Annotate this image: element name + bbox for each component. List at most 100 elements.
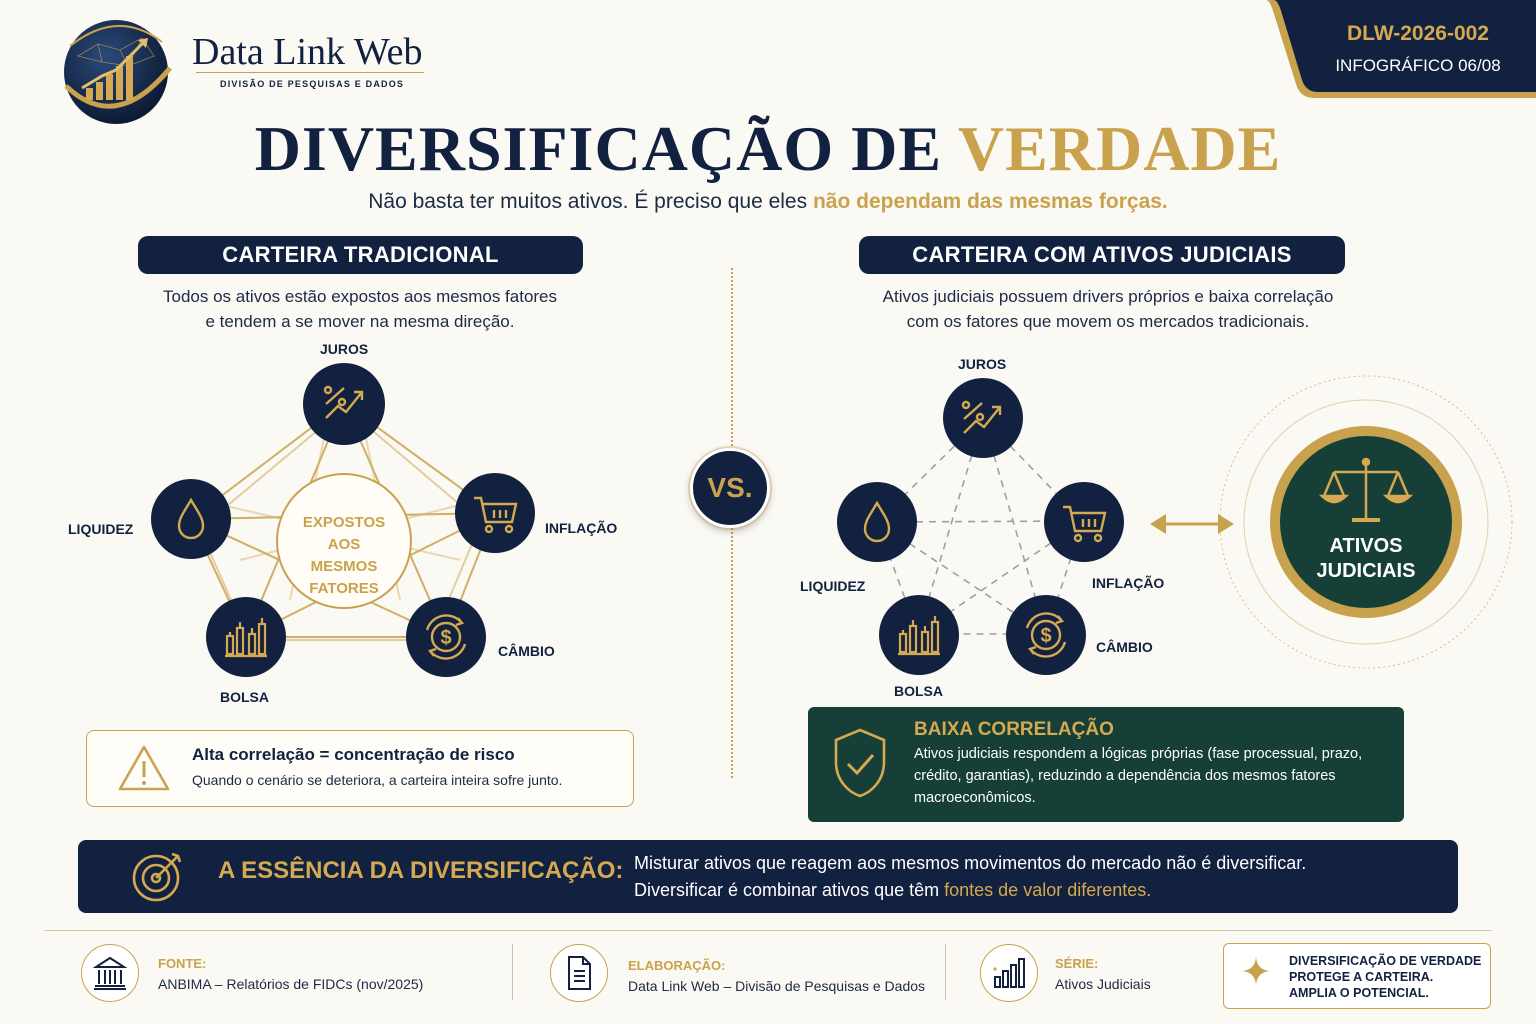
essence-line-2-lead: Diversificar é combinar ativos que têm [634, 880, 940, 900]
asset-ring-mid [1243, 399, 1489, 645]
footer-rule [44, 930, 1492, 931]
logo-globe-icon [64, 20, 172, 124]
double-arrow [1150, 514, 1234, 534]
subtitle-highlight: não dependam das mesmas forças. [812, 190, 1168, 213]
right-description: Ativos judiciais possuem drivers próprio… [818, 284, 1398, 334]
motto-line-3: AMPLIA O POTENCIAL. [1289, 986, 1429, 1000]
motto-box [1223, 943, 1491, 1009]
center-line-1: EXPOSTOS [302, 514, 386, 531]
warning-icon [118, 745, 170, 791]
left-node-juros [303, 363, 385, 445]
left-description: Todos os ativos estão expostos aos mesmo… [110, 284, 610, 334]
percent-trend-icon [323, 385, 364, 419]
made-icon-circle [550, 944, 608, 1002]
asset-badge-label: ATIVOS JUDICIAIS [1266, 534, 1466, 584]
right-section-header: CARTEIRA COM ATIVOS JUDICIAIS [859, 236, 1345, 274]
motto-line-2: PROTEGE A CARTEIRA. [1289, 970, 1434, 984]
left-desc-line-2: e tendem a se mover na mesma direção. [205, 312, 515, 331]
page-subtitle: Não basta ter muitos ativos. É preciso q… [0, 190, 1536, 214]
drop-icon [863, 500, 891, 543]
left-center-text: EXPOSTOS AOS MESMOS FATORES [294, 512, 394, 600]
bar-chart-icon [993, 958, 1025, 988]
low-correlation-text: Ativos judiciais respondem a lógicas pró… [914, 746, 1363, 806]
source-value: ANBIMA – Relatórios de FIDCs (nov/2025) [158, 976, 424, 992]
right-label-bolsa: BOLSA [894, 683, 943, 699]
left-label-liquidez: LIQUIDEZ [68, 521, 134, 537]
left-label-bolsa: BOLSA [220, 689, 269, 705]
asset-line-2: JUDICIAIS [1316, 560, 1416, 582]
source-label: FONTE: [158, 956, 207, 971]
left-label-inflacao: INFLAÇÃO [545, 520, 618, 536]
document-icon [568, 956, 591, 990]
brand-division: DIVISÃO DE PESQUISAS E DADOS [220, 79, 405, 89]
series-label: SÉRIE: [1055, 956, 1099, 971]
currency-exchange-icon [1025, 612, 1067, 658]
essence-banner [78, 840, 1458, 913]
right-label-liquidez: LIQUIDEZ [800, 578, 866, 594]
title-part-2: VERDADE [957, 113, 1282, 184]
footer-separator-2 [945, 944, 946, 1000]
source-icon-circle [81, 944, 139, 1002]
right-node-cambio: $ [1006, 595, 1086, 675]
asset-ring-outer [1219, 375, 1513, 669]
sparkle-icon [1242, 957, 1270, 985]
doc-code-id: DLW-2026-002 [1347, 22, 1489, 45]
right-node-juros [943, 378, 1023, 458]
right-node-inflacao [1044, 482, 1124, 562]
percent-trend-icon [961, 400, 1002, 434]
left-label-cambio: CÂMBIO [498, 643, 555, 659]
right-desc-line-1: Ativos judiciais possuem drivers próprio… [882, 287, 1334, 306]
page-title: DIVERSIFICAÇÃO DE VERDADE [0, 112, 1536, 186]
doc-code-label: INFOGRÁFICO 06/08 [1335, 56, 1501, 75]
left-desc-line-1: Todos os ativos estão expostos aos mesmo… [162, 287, 558, 306]
target-icon [132, 852, 182, 902]
left-label-juros: JUROS [320, 341, 369, 357]
currency-exchange-icon [425, 614, 467, 660]
candlestick-icon [898, 616, 940, 656]
left-node-liquidez [151, 479, 231, 559]
asset-line-1: ATIVOS [1329, 535, 1403, 557]
made-value: Data Link Web – Divisão de Pesquisas e D… [628, 978, 926, 994]
center-line-3: FATORES [309, 580, 379, 597]
title-part-1: DIVERSIFICAÇÃO DE [254, 113, 942, 184]
asset-badge-ring [1270, 426, 1462, 618]
brand-rule [196, 72, 424, 73]
doc-code-banner [1266, 0, 1536, 98]
left-node-bolsa [206, 597, 286, 677]
made-label: ELABORAÇÃO: [628, 958, 726, 973]
left-section-header: CARTEIRA TRADICIONAL [138, 236, 583, 274]
essence-title: A ESSÊNCIA DA DIVERSIFICAÇÃO: [218, 857, 624, 884]
series-value: Ativos Judiciais [1055, 976, 1151, 992]
warning-text: Quando o cenário se deteriora, a carteir… [192, 772, 563, 788]
vs-badge: VS. [690, 448, 770, 528]
brand-name: Data Link Web [192, 31, 423, 73]
bank-icon [92, 956, 128, 990]
cart-icon [1063, 505, 1107, 543]
right-label-cambio: CÂMBIO [1096, 639, 1153, 655]
candlestick-icon [225, 618, 267, 658]
svg-text:$: $ [1040, 625, 1051, 647]
cart-icon [474, 496, 518, 534]
footer-separator-1 [512, 944, 513, 1000]
essence-line-1: Misturar ativos que reagem aos mesmos mo… [634, 853, 1307, 873]
scales-icon [1318, 457, 1414, 522]
svg-text:$: $ [440, 627, 451, 649]
warning-title: Alta correlação = concentração de risco [192, 745, 515, 764]
left-node-inflacao [455, 473, 535, 553]
motto-text: DIVERSIFICAÇÃO DE VERDADE PROTEGE A CART… [1289, 953, 1481, 1001]
right-label-juros: JUROS [958, 356, 1007, 372]
motto-line-1: DIVERSIFICAÇÃO DE VERDADE [1289, 954, 1482, 968]
essence-line-2: Diversificar é combinar ativos que têm f… [634, 880, 1151, 901]
right-node-bolsa [879, 595, 959, 675]
left-node-cambio: $ [406, 597, 486, 677]
subtitle-lead: Não basta ter muitos ativos. É preciso q… [368, 190, 808, 213]
drop-icon [177, 497, 205, 540]
center-line-2: AOS MESMOS [310, 536, 378, 575]
series-icon-circle [980, 944, 1038, 1002]
right-desc-line-2: com os fatores que movem os mercados tra… [906, 312, 1310, 331]
warning-box [86, 730, 634, 807]
essence-line-2-highlight: fontes de valor diferentes. [944, 880, 1152, 900]
low-correlation-box [808, 707, 1404, 822]
right-label-inflacao: INFLAÇÃO [1092, 575, 1165, 591]
right-node-liquidez [837, 482, 917, 562]
